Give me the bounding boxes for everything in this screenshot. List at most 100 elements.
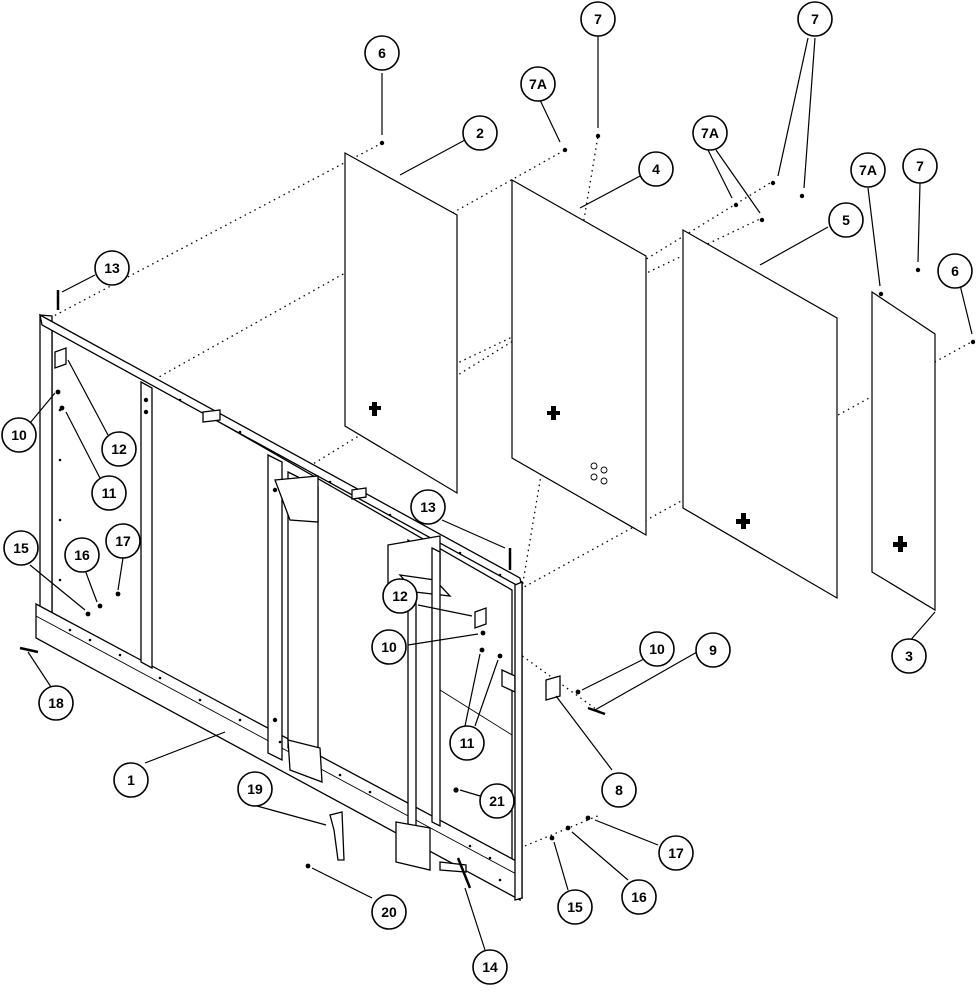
callout-7-a: 7	[580, 1, 616, 37]
callout-3: 3	[891, 638, 927, 674]
svg-text:7A: 7A	[859, 162, 877, 178]
svg-text:15: 15	[567, 899, 583, 915]
svg-text:19: 19	[247, 781, 263, 797]
callout-12-right: 12	[382, 578, 418, 614]
callout-13-right: 13	[410, 489, 446, 525]
leader-lines	[27, 36, 973, 951]
svg-text:12: 12	[392, 588, 408, 604]
callouts: 1 2 3 4 5 6 6 7 7 7 7A 7A 7A 8 9 10 10 1…	[1, 1, 973, 985]
svg-text:20: 20	[381, 904, 397, 920]
callout-7A-c: 7A	[850, 152, 886, 188]
screw-7A-a	[562, 147, 568, 153]
nut-11-right-b	[497, 653, 503, 659]
panel-3	[871, 290, 936, 612]
washer-10-right	[480, 630, 486, 636]
washer-17-right	[585, 815, 591, 821]
nut-11-left	[59, 405, 65, 411]
callout-4: 4	[638, 151, 674, 187]
svg-text:7: 7	[594, 11, 602, 27]
svg-text:10: 10	[649, 641, 665, 657]
panel-5	[682, 228, 838, 600]
svg-text:6: 6	[951, 263, 959, 279]
svg-text:18: 18	[48, 695, 64, 711]
svg-text:21: 21	[489, 793, 505, 809]
washer-10-left	[55, 389, 61, 395]
callout-10-left: 10	[1, 417, 37, 453]
callout-7-b: 7	[797, 1, 833, 37]
main-frame	[35, 313, 523, 902]
panel-4	[511, 178, 647, 537]
callout-11-left: 11	[91, 475, 127, 511]
washer-20	[305, 863, 311, 869]
screw-7-b	[770, 180, 776, 186]
nut-15-right	[549, 835, 555, 841]
svg-text:8: 8	[615, 782, 623, 798]
svg-text:9: 9	[709, 642, 717, 658]
screw-7-a	[595, 133, 601, 139]
callout-15-right: 15	[557, 889, 593, 925]
callout-7A-b: 7A	[692, 115, 728, 151]
bracket-12-left	[54, 347, 67, 369]
callout-11-right: 11	[449, 725, 485, 761]
svg-text:3: 3	[905, 648, 913, 664]
panel-4-cutout-mark	[547, 406, 560, 420]
svg-text:16: 16	[631, 889, 647, 905]
svg-text:7A: 7A	[701, 125, 719, 141]
bolt-9	[587, 706, 606, 716]
callout-17-left: 17	[105, 523, 141, 559]
clip-19	[329, 811, 345, 861]
nut-11-right-a	[479, 647, 485, 653]
bolt-18	[19, 646, 39, 654]
panel-2-cutout-mark	[369, 402, 381, 416]
washer-10-bracket	[575, 689, 581, 695]
nut-15-left	[85, 611, 91, 617]
bracket-8	[545, 675, 561, 701]
svg-text:10: 10	[11, 427, 27, 443]
callout-10-right: 10	[639, 631, 675, 667]
plug-21	[453, 787, 459, 793]
screw-7-c	[799, 193, 805, 199]
panel-2	[344, 151, 458, 495]
callout-15-left: 15	[3, 530, 39, 566]
callout-16-right: 16	[621, 879, 657, 915]
svg-text:13: 13	[420, 499, 436, 515]
washer-16-left	[97, 603, 103, 609]
callout-12-left: 12	[101, 431, 137, 467]
svg-text:10: 10	[381, 639, 397, 655]
svg-text:13: 13	[104, 260, 120, 276]
svg-text:11: 11	[460, 735, 475, 751]
panel-5-cutout-mark	[736, 513, 750, 529]
svg-text:14: 14	[482, 959, 498, 975]
panel-4-hole-pattern	[590, 462, 608, 485]
screw-7A-d	[878, 291, 884, 297]
svg-text:6: 6	[378, 45, 386, 61]
frame-holes	[58, 358, 502, 882]
callout-17-right: 17	[658, 835, 694, 871]
callout-5: 5	[828, 202, 864, 238]
svg-text:7A: 7A	[529, 76, 547, 92]
callout-13-left: 13	[94, 250, 130, 286]
bolt-14	[456, 857, 472, 889]
callout-9: 9	[695, 632, 731, 668]
callout-6-left: 6	[364, 35, 400, 71]
bracket-12-right	[474, 607, 487, 629]
svg-text:15: 15	[13, 540, 29, 556]
svg-text:16: 16	[74, 547, 90, 563]
washer-16-right	[565, 825, 571, 831]
callout-10-center: 10	[371, 629, 407, 665]
screw-6-right	[970, 339, 976, 345]
hardware	[19, 133, 976, 889]
callout-6-right: 6	[937, 253, 973, 289]
screw-7A-b	[733, 202, 739, 208]
callout-19: 19	[237, 771, 273, 807]
svg-text:7: 7	[916, 158, 924, 174]
screw-7-d	[915, 267, 921, 273]
svg-text:12: 12	[111, 441, 127, 457]
callout-1: 1	[113, 762, 149, 798]
callout-7A-a: 7A	[520, 66, 556, 102]
svg-text:5: 5	[842, 212, 850, 228]
svg-text:11: 11	[102, 485, 117, 501]
callout-16-left: 16	[64, 537, 100, 573]
callout-20: 20	[371, 894, 407, 930]
